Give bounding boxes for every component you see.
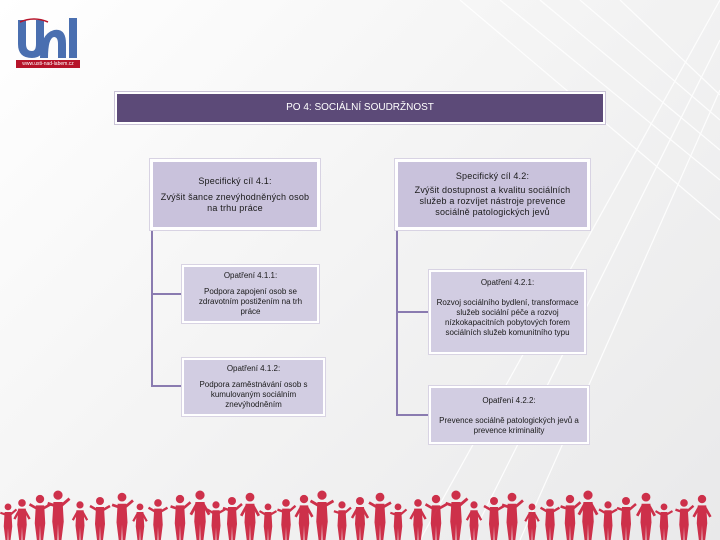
person-silhouette xyxy=(675,499,695,540)
priority-axis-box: PO 4: SOCIÁLNÍ SOUDRŽNOST xyxy=(115,92,605,124)
person-silhouette xyxy=(189,490,211,540)
measure-title: Opatření 4.2.1: xyxy=(480,278,535,287)
specific-goal-4-1: Specifický cíl 4.1: Zvýšit šance znevýho… xyxy=(150,159,320,230)
goal-text: Zvýšit šance znevýhodněných osob na trhu… xyxy=(160,192,310,213)
person-silhouette xyxy=(258,503,278,540)
city-logo xyxy=(18,18,77,58)
person-silhouette xyxy=(222,497,243,540)
person-silhouette xyxy=(28,494,52,540)
goal-text: Zvýšit dostupnost a kvalitu sociálních s… xyxy=(414,185,571,217)
person-silhouette xyxy=(445,490,469,540)
measure-text: Podpora zaměstnávání osob s kumulovaným … xyxy=(199,380,308,409)
person-silhouette xyxy=(0,503,18,540)
person-silhouette xyxy=(539,499,561,540)
measure-title: Opatření 4.1.1: xyxy=(223,271,278,280)
person-silhouette xyxy=(501,492,524,540)
measure-text: Rozvoj sociálního bydlení, transformace … xyxy=(436,298,579,337)
person-silhouette xyxy=(294,494,314,540)
person-silhouette xyxy=(465,501,483,540)
person-silhouette xyxy=(147,499,169,540)
measure-4-1-1: Opatření 4.1.1: Podpora zapojení osob se… xyxy=(182,265,319,323)
person-silhouette xyxy=(132,503,148,540)
person-silhouette xyxy=(333,501,352,540)
person-silhouette xyxy=(390,503,408,540)
person-silhouette xyxy=(13,499,31,540)
person-silhouette xyxy=(635,492,657,540)
person-silhouette xyxy=(424,494,448,540)
person-silhouette xyxy=(239,492,261,540)
person-silhouette xyxy=(47,490,71,540)
goal-title: Specifický cíl 4.2: xyxy=(455,171,530,181)
priority-axis-label: PO 4: SOCIÁLNÍ SOUDRŽNOST xyxy=(286,102,434,113)
person-silhouette xyxy=(368,492,392,540)
person-silhouette xyxy=(577,490,599,540)
measure-title: Opatření 4.2.2: xyxy=(482,396,536,405)
person-silhouette xyxy=(616,497,637,540)
measure-4-2-1: Opatření 4.2.1: Rozvoj sociálního bydlen… xyxy=(429,270,586,354)
goal-title: Specifický cíl 4.1: xyxy=(198,176,272,186)
person-silhouette xyxy=(170,494,192,540)
person-silhouette xyxy=(206,501,226,540)
person-silhouette xyxy=(692,494,712,540)
person-silhouette xyxy=(483,497,505,540)
person-silhouette xyxy=(409,499,427,540)
people-silhouettes-banner xyxy=(0,490,712,540)
measure-title: Opatření 4.1.2: xyxy=(226,364,281,373)
measure-text: Podpora zapojení osob se zdravotním post… xyxy=(198,287,303,316)
person-silhouette xyxy=(71,501,89,540)
person-silhouette xyxy=(654,503,674,540)
specific-goal-4-2: Specifický cíl 4.2: Zvýšit dostupnost a … xyxy=(395,159,590,230)
person-silhouette xyxy=(309,490,335,540)
measure-4-2-2: Opatření 4.2.2: Prevence sociálně patolo… xyxy=(429,386,589,444)
person-silhouette xyxy=(89,497,111,540)
person-silhouette xyxy=(560,494,582,540)
logo-url[interactable]: www.usti-nad-labem.cz xyxy=(16,60,80,68)
person-silhouette xyxy=(277,499,297,540)
person-silhouette xyxy=(111,492,134,540)
person-silhouette xyxy=(350,497,370,540)
person-silhouette xyxy=(524,503,540,540)
measure-text: Prevence sociálně patologických jevů a p… xyxy=(439,416,579,435)
measure-4-1-2: Opatření 4.1.2: Podpora zaměstnávání oso… xyxy=(182,358,325,416)
person-silhouette xyxy=(598,501,618,540)
